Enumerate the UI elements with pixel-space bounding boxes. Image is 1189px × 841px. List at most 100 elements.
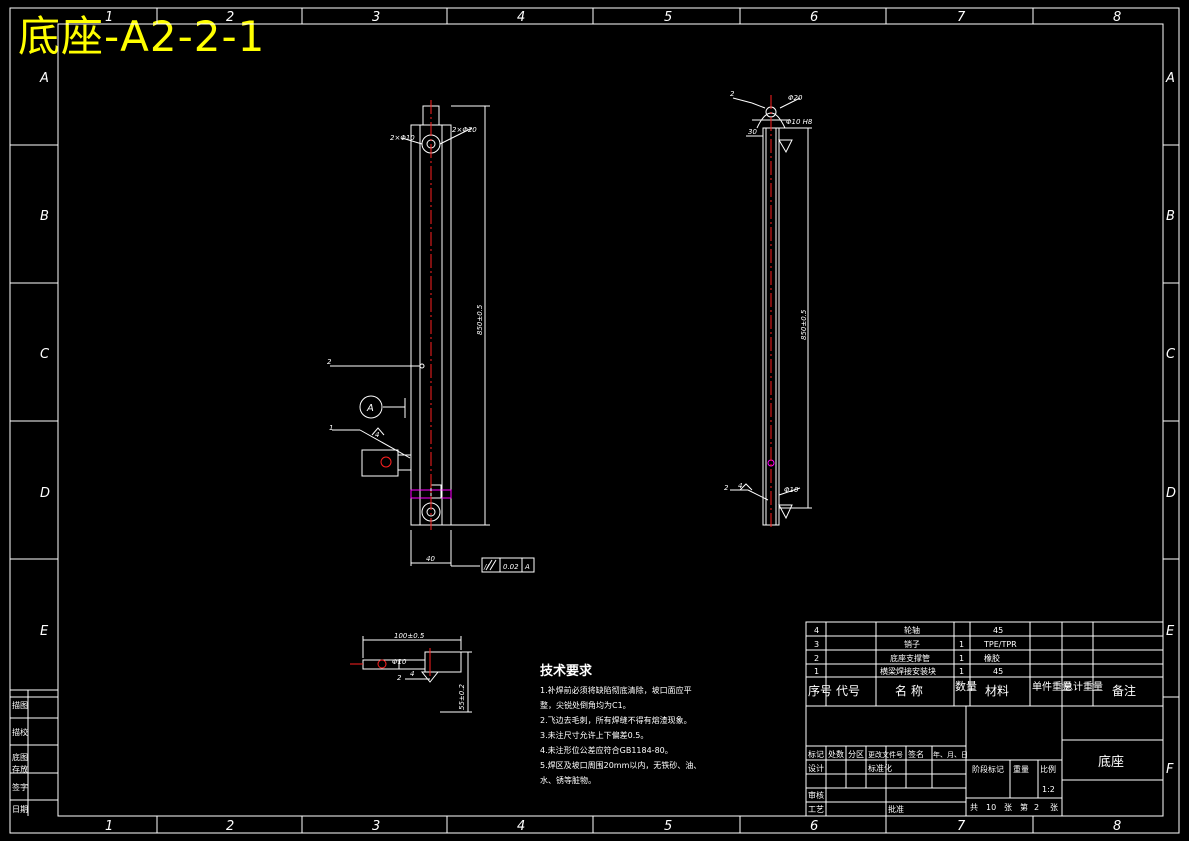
side-callout-2-bottom: 2 (724, 484, 729, 492)
tb-sheet-label-2: 张 (1050, 803, 1058, 812)
tb-scale-value: 1:2 (1042, 785, 1055, 794)
front-dim-length: 850±0.5 (476, 304, 484, 335)
col-num-top-4: 4 (517, 10, 525, 25)
front-callout-1: 1 (329, 424, 333, 432)
tb-approve: 批准 (888, 804, 904, 814)
side-label-2: 描校 (12, 727, 28, 737)
tech-line-4: 3.未注尺寸允许上下偏差0.5。 (540, 731, 649, 740)
bom-row-1-material: 45 (993, 667, 1003, 676)
bom-texts: 4 轮轴 45 3 销子 1 TPE/TPR 2 底座支撑管 1 橡胶 1 横梁… (814, 625, 1017, 676)
row-letter-right-b: B (1166, 209, 1175, 224)
tb-sheet-no-label: 第 (1020, 802, 1028, 812)
front-view (330, 105, 535, 573)
bom-row-1-no: 1 (814, 667, 819, 676)
tb-sheet-label: 张 (1004, 803, 1012, 812)
col-num-bottom-8: 8 (1113, 819, 1121, 834)
bom-header-unit-weight: 单件重量 (1032, 680, 1072, 693)
col-num-top-7: 7 (957, 10, 966, 25)
bom-header-material: 材料 (985, 684, 1009, 698)
detail-weld: 4 (410, 670, 414, 678)
bom-header-remarks: 备注 (1112, 683, 1136, 698)
row-letter-right-a: A (1165, 71, 1175, 86)
side-label-3: 底图 (12, 752, 28, 762)
view-marker-a: A (366, 403, 374, 414)
drawing-name: 底座 (1098, 754, 1124, 770)
tb-total-sheets: 10 (986, 803, 996, 812)
tech-line-3: 2.飞边去毛刺，所有焊缝不得有熔渣现象。 (540, 716, 692, 725)
bom-row-1-name: 横梁焊接安装块 (880, 666, 936, 676)
side-label-1: 描图 (12, 700, 28, 710)
tb-count: 处数 (828, 749, 844, 759)
col-num-top-5: 5 (664, 10, 672, 25)
side-label-texts: 描图 描校 底图 存放 签字 日期 (12, 700, 28, 814)
col-num-top-3: 3 (372, 10, 380, 25)
side-label-hole: Φ10 H8 (786, 118, 813, 126)
bom-row-1-qty: 1 (959, 667, 964, 676)
side-weld-bottom: 4 (738, 482, 742, 490)
tb-date: 年、月、日 (933, 750, 968, 759)
tolerance-datum: A (524, 563, 530, 571)
col-num-bottom-7: 7 (957, 819, 966, 834)
bom-row-4-material: 45 (993, 626, 1003, 635)
row-letter-left-e: E (40, 624, 49, 639)
tolerance-symbol: // (483, 563, 489, 571)
row-letter-right-d: D (1166, 486, 1176, 501)
bom-row-3-no: 3 (814, 640, 819, 649)
side-callout-2-top: 2 (730, 90, 735, 98)
tb-process: 工艺 (808, 805, 824, 814)
row-letter-left-b: B (40, 209, 49, 224)
tb-design: 设计 (808, 763, 824, 773)
side-dim-30: 30 (748, 128, 757, 136)
drawing-title: 底座-A2-2-1 (18, 12, 266, 61)
col-num-bottom-5: 5 (664, 819, 672, 834)
row-letter-right-f: F (1166, 762, 1174, 777)
tb-zone: 分区 (848, 750, 864, 759)
side-dim-length: 850±0.5 (800, 309, 808, 340)
col-num-top-1: 1 (105, 10, 113, 25)
front-label-top-right: 2×Φ20 (452, 126, 477, 134)
tb-standardize: 标准化 (868, 763, 892, 773)
col-num-top-2: 2 (226, 10, 234, 25)
row-letter-right-e: E (1166, 624, 1175, 639)
col-num-top-6: 6 (810, 10, 818, 25)
front-weld-4: 4 (375, 431, 379, 439)
tb-weight: 重量 (1013, 764, 1029, 774)
col-num-bottom-2: 2 (226, 819, 234, 834)
detail-dim-top: 100±0.5 (394, 632, 425, 640)
tb-review: 审核 (808, 790, 824, 800)
tech-line-7: 水、锈等脏物。 (540, 776, 596, 785)
tech-line-5: 4.未注形位公差应符合GB1184-80。 (540, 746, 673, 755)
zone-labels: 1 2 3 4 5 6 7 8 1 2 3 4 5 6 7 8 A B C D … (39, 10, 1176, 834)
side-label-5: 签字 (12, 782, 28, 792)
inner-border (57, 23, 1164, 817)
tb-signature: 签名 (908, 749, 924, 759)
front-label-top-left: 2×Φ10 (390, 134, 415, 142)
row-letter-right-c: C (1166, 347, 1176, 362)
bom-row-3-qty: 1 (959, 640, 964, 649)
col-num-bottom-1: 1 (105, 819, 113, 834)
bom-row-3-material: TPE/TPR (983, 640, 1017, 649)
bom-row-2-material: 橡胶 (984, 653, 1000, 663)
row-letter-left-a: A (39, 71, 49, 86)
bom-header-code: 代号 (836, 684, 860, 698)
bom-header: 序号 代号 名 称 数量 材料 单件重量 总计重量 备注 (808, 680, 1136, 698)
title-block-grid (805, 705, 1164, 817)
detail-callout-2: 2 (397, 674, 402, 682)
bom-header-name: 名 称 (895, 683, 923, 698)
row-letter-left-c: C (40, 347, 50, 362)
detail-label-hole: Φ10 (392, 658, 407, 666)
bom-header-qty: 数量 (955, 680, 977, 693)
bom-row-3-name: 销子 (904, 639, 920, 649)
tb-marks: 标记 (808, 749, 824, 759)
col-num-bottom-4: 4 (517, 819, 525, 834)
tb-change-no: 更改文件号 (868, 750, 903, 759)
col-num-top-8: 8 (1113, 10, 1121, 25)
tech-line-6: 5.焊区及坡口周围20mm以内，无铁砂、油、 (540, 761, 702, 770)
tb-sheet-no: 2 (1034, 803, 1039, 812)
tech-line-1: 1.补焊前必须将缺陷彻底清除，坡口面应平 (540, 686, 692, 695)
side-label-4: 存放 (12, 764, 28, 774)
bom-row-2-no: 2 (814, 654, 819, 663)
title-block-texts: 底座 标记 处数 分区 更改文件号 签名 年、月、日 设计 标准化 阶段标记 重… (808, 749, 1124, 814)
detail-view (350, 636, 472, 713)
